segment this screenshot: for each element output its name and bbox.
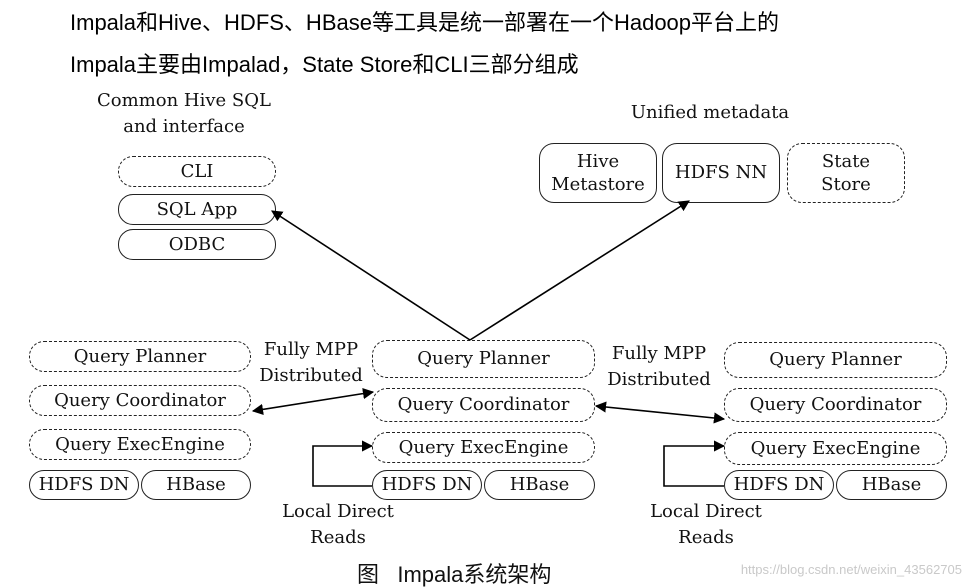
metadata-title: Unified metadata [630,102,790,123]
hive-metastore-line-2: Metastore [551,174,645,195]
right-query-coordinator: Query Coordinator [724,388,947,422]
arrow-to-hdfs-nn [469,200,690,341]
state-store-line-2: Store [821,174,871,195]
mpp-right-line-1: Fully MPP [611,343,707,364]
intro-line-2: Impala主要由Impalad，State Store和CLI三部分组成 [70,52,579,77]
hive-metastore-box: Hive Metastore [539,143,657,203]
figure-caption-prefix: 图 [357,562,380,587]
sql-app-box: SQL App [118,194,276,225]
figure-caption: 图 Impala系统架构 [357,557,551,587]
arrow-mpp-right [594,401,726,424]
hive-metastore-line-1: Hive [576,150,620,172]
arrow-to-sql-app [271,210,471,341]
local-reads-left-line-2: Reads [310,527,366,549]
client-title-line-1: Common Hive SQL [97,90,271,111]
center-hdfs-dn: HDFS DN [372,470,482,500]
local-reads-right-label: Local Direct Reads [630,499,782,551]
intro-line-1: Impala和Hive、HDFS、HBase等工具是统一部署在一个Hadoop平… [70,10,780,35]
odbc-box: ODBC [118,229,276,260]
figure-caption-text: Impala系统架构 [397,562,552,587]
hdfs-nn-box: HDFS NN [662,143,780,203]
client-title: Common Hive SQL and interface [96,88,272,140]
local-reads-left-line-1: Local Direct [282,501,394,522]
left-query-coordinator: Query Coordinator [29,385,251,416]
cli-box: CLI [118,156,276,187]
center-query-planner: Query Planner [372,340,595,378]
center-query-execengine: Query ExecEngine [372,432,595,463]
mpp-right-line-2: Distributed [607,369,711,391]
local-reads-left-label: Local Direct Reads [262,499,414,551]
local-reads-right-line-2: Reads [678,527,734,549]
arrow-mpp-left [251,388,375,415]
mpp-left-line-1: Fully MPP [263,339,359,360]
mpp-left-line-2: Distributed [259,365,363,387]
right-query-planner: Query Planner [724,342,947,378]
center-query-coordinator: Query Coordinator [372,388,595,422]
client-title-line-2: and interface [123,116,245,138]
watermark: https://blog.csdn.net/weixin_43562705 [740,562,962,577]
left-query-execengine: Query ExecEngine [29,429,251,460]
state-store-box: State Store [787,143,905,203]
right-query-execengine: Query ExecEngine [724,432,947,465]
mpp-right-label: Fully MPP Distributed [596,341,722,393]
left-hbase: HBase [141,470,251,500]
arrow-local-reads-right [663,440,726,487]
local-reads-right-line-1: Local Direct [650,501,762,522]
left-hdfs-dn: HDFS DN [29,470,139,500]
mpp-left-label: Fully MPP Distributed [248,337,374,389]
state-store-line-1: State [821,150,871,172]
center-hbase: HBase [484,470,595,500]
right-hdfs-dn: HDFS DN [724,470,834,500]
arrow-local-reads-center [312,440,374,487]
left-query-planner: Query Planner [29,341,251,372]
right-hbase: HBase [836,470,947,500]
